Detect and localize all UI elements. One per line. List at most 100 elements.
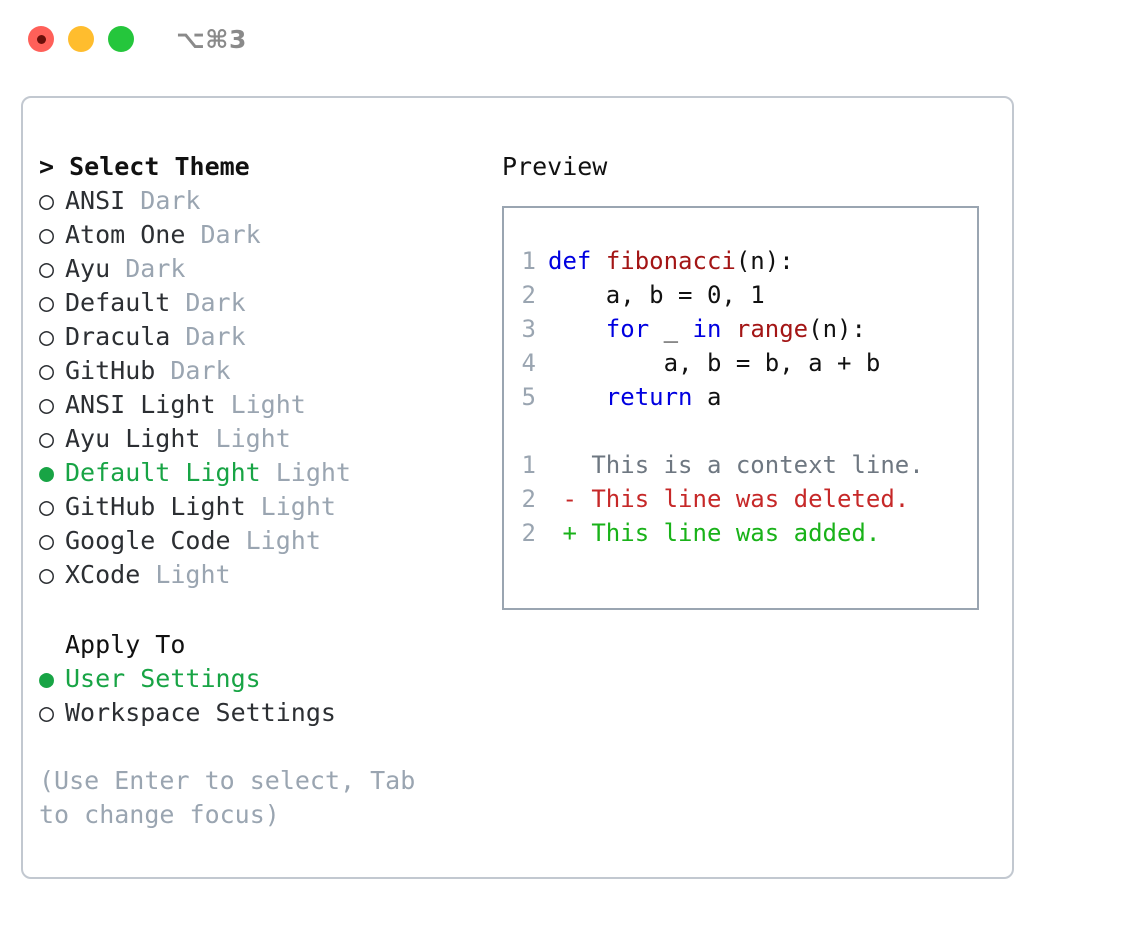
theme-option-label: Google Code: [65, 526, 246, 555]
theme-option-ansi[interactable]: ○ANSI Dark: [39, 184, 491, 218]
line-number: 2: [521, 281, 536, 309]
apply-to-option-label: User Settings: [65, 664, 261, 693]
theme-option-dracula[interactable]: ○ Dracula Dark: [39, 320, 491, 354]
diff-line-add: 2 + This line was added.: [504, 516, 977, 550]
theme-option-label: Dracula: [65, 322, 186, 351]
theme-option-kind: Light: [245, 526, 321, 555]
code-text: def fibonacci(n):: [548, 244, 794, 278]
close-icon[interactable]: [28, 26, 54, 52]
radio-unselected-icon: ○: [39, 356, 55, 385]
code-token: a: [692, 383, 722, 411]
theme-option-kind: Light: [260, 492, 336, 521]
radio-unselected-icon: ○: [39, 390, 55, 419]
theme-option-ayu[interactable]: ○Ayu Dark: [39, 252, 491, 286]
diff-text: + This line was added.: [548, 519, 881, 547]
apply-to-title: Apply To: [65, 630, 186, 659]
code-token: range: [735, 315, 809, 343]
theme-picker-header: > Select Theme: [39, 152, 250, 181]
main-panel: > Select Theme ○ANSI Dark○Atom One Dark○…: [21, 96, 1014, 879]
radio-unselected-icon: ○: [39, 288, 55, 317]
apply-to-option-user-settings[interactable]: ● User Settings: [39, 662, 491, 696]
apply-to-option-workspace-settings[interactable]: ○ Workspace Settings: [39, 696, 491, 730]
theme-option-kind: Light: [230, 390, 306, 419]
code-token: a, b = 0, 1: [548, 281, 765, 309]
diff-sample: 1 This is a context line.2 - This line w…: [504, 448, 977, 550]
theme-option-github-light[interactable]: ○GitHub Light Light: [39, 490, 491, 524]
line-number: 2: [521, 519, 536, 547]
diff-text: This is a context line.: [548, 451, 924, 479]
radio-unselected-icon: ○: [39, 698, 55, 727]
theme-option-label: GitHub: [65, 356, 171, 385]
code-text: a, b = 0, 1: [548, 278, 765, 312]
theme-option-kind: Dark: [170, 356, 231, 385]
theme-option-ansi-light[interactable]: ○ ANSI Light Light: [39, 388, 491, 422]
code-token: [548, 315, 606, 343]
code-token: return: [605, 383, 693, 411]
code-token: [548, 383, 606, 411]
preview-title: Preview: [502, 152, 608, 181]
theme-option-label: ANSI: [65, 186, 141, 215]
code-line: 3 for _ in range(n):: [504, 312, 977, 346]
code-token: for: [605, 315, 650, 343]
theme-option-label: Atom One: [65, 220, 201, 249]
line-number: 1: [521, 451, 536, 479]
theme-option-kind: Dark: [185, 322, 246, 351]
theme-list: ○ANSI Dark○Atom One Dark○Ayu Dark○Defaul…: [39, 184, 491, 592]
theme-option-default-light[interactable]: ● Default Light Light: [39, 456, 491, 490]
minimize-icon[interactable]: [68, 26, 94, 52]
line-number: 5: [521, 383, 536, 411]
line-number: 1: [521, 247, 536, 275]
code-token: fibonacci: [605, 247, 736, 275]
radio-unselected-icon: ○: [39, 186, 55, 215]
traffic-light-group: [28, 26, 134, 52]
code-token: [721, 315, 735, 343]
theme-option-label: Ayu Light: [65, 424, 216, 453]
diff-text: - This line was deleted.: [548, 485, 910, 513]
theme-option-ayu-light[interactable]: ○Ayu Light Light: [39, 422, 491, 456]
title-bar: ⌥⌘3: [0, 0, 1140, 78]
code-token: def: [548, 247, 592, 275]
theme-option-kind: Light: [275, 458, 351, 487]
radio-unselected-icon: ○: [39, 254, 55, 283]
line-number: 2: [521, 485, 536, 513]
code-token: _: [649, 315, 693, 343]
radio-selected-icon: ●: [39, 664, 55, 693]
radio-selected-icon: ●: [39, 458, 55, 487]
theme-option-label: Default: [65, 288, 186, 317]
radio-unselected-icon: ○: [39, 560, 55, 589]
theme-option-label: Ayu: [65, 254, 126, 283]
theme-option-github[interactable]: ○ GitHub Dark: [39, 354, 491, 388]
code-line: 5 return a: [504, 380, 977, 414]
theme-option-label: ANSI Light: [65, 390, 231, 419]
line-number: 3: [521, 315, 536, 343]
code-token: [591, 247, 605, 275]
code-line: 2 a, b = 0, 1: [504, 278, 977, 312]
diff-line-del: 2 - This line was deleted.: [504, 482, 977, 516]
code-token: a, b = b, a + b: [548, 349, 881, 377]
line-number: 4: [521, 349, 536, 377]
theme-option-kind: Light: [215, 424, 291, 453]
code-line: 4 a, b = b, a + b: [504, 346, 977, 380]
theme-option-atom-one[interactable]: ○Atom One Dark: [39, 218, 491, 252]
theme-option-label: Default Light: [65, 458, 276, 487]
theme-selection-column: > Select Theme ○ANSI Dark○Atom One Dark○…: [39, 150, 491, 832]
code-text: for _ in range(n):: [548, 312, 866, 346]
theme-option-xcode[interactable]: ○XCode Light: [39, 558, 491, 592]
radio-unselected-icon: ○: [39, 322, 55, 351]
apply-to-option-label: Workspace Settings: [65, 698, 336, 727]
diff-line-ctx: 1 This is a context line.: [504, 448, 977, 482]
radio-unselected-icon: ○: [39, 220, 55, 249]
code-token: in: [692, 315, 722, 343]
theme-option-google-code[interactable]: ○ Google Code Light: [39, 524, 491, 558]
radio-unselected-icon: ○: [39, 492, 55, 521]
keyboard-shortcut-label: ⌥⌘3: [176, 24, 247, 54]
maximize-icon[interactable]: [108, 26, 134, 52]
apply-to-list: ● User Settings ○ Workspace Settings: [39, 662, 491, 730]
code-token: (n):: [808, 315, 866, 343]
theme-option-default[interactable]: ○Default Dark: [39, 286, 491, 320]
radio-unselected-icon: ○: [39, 526, 55, 555]
